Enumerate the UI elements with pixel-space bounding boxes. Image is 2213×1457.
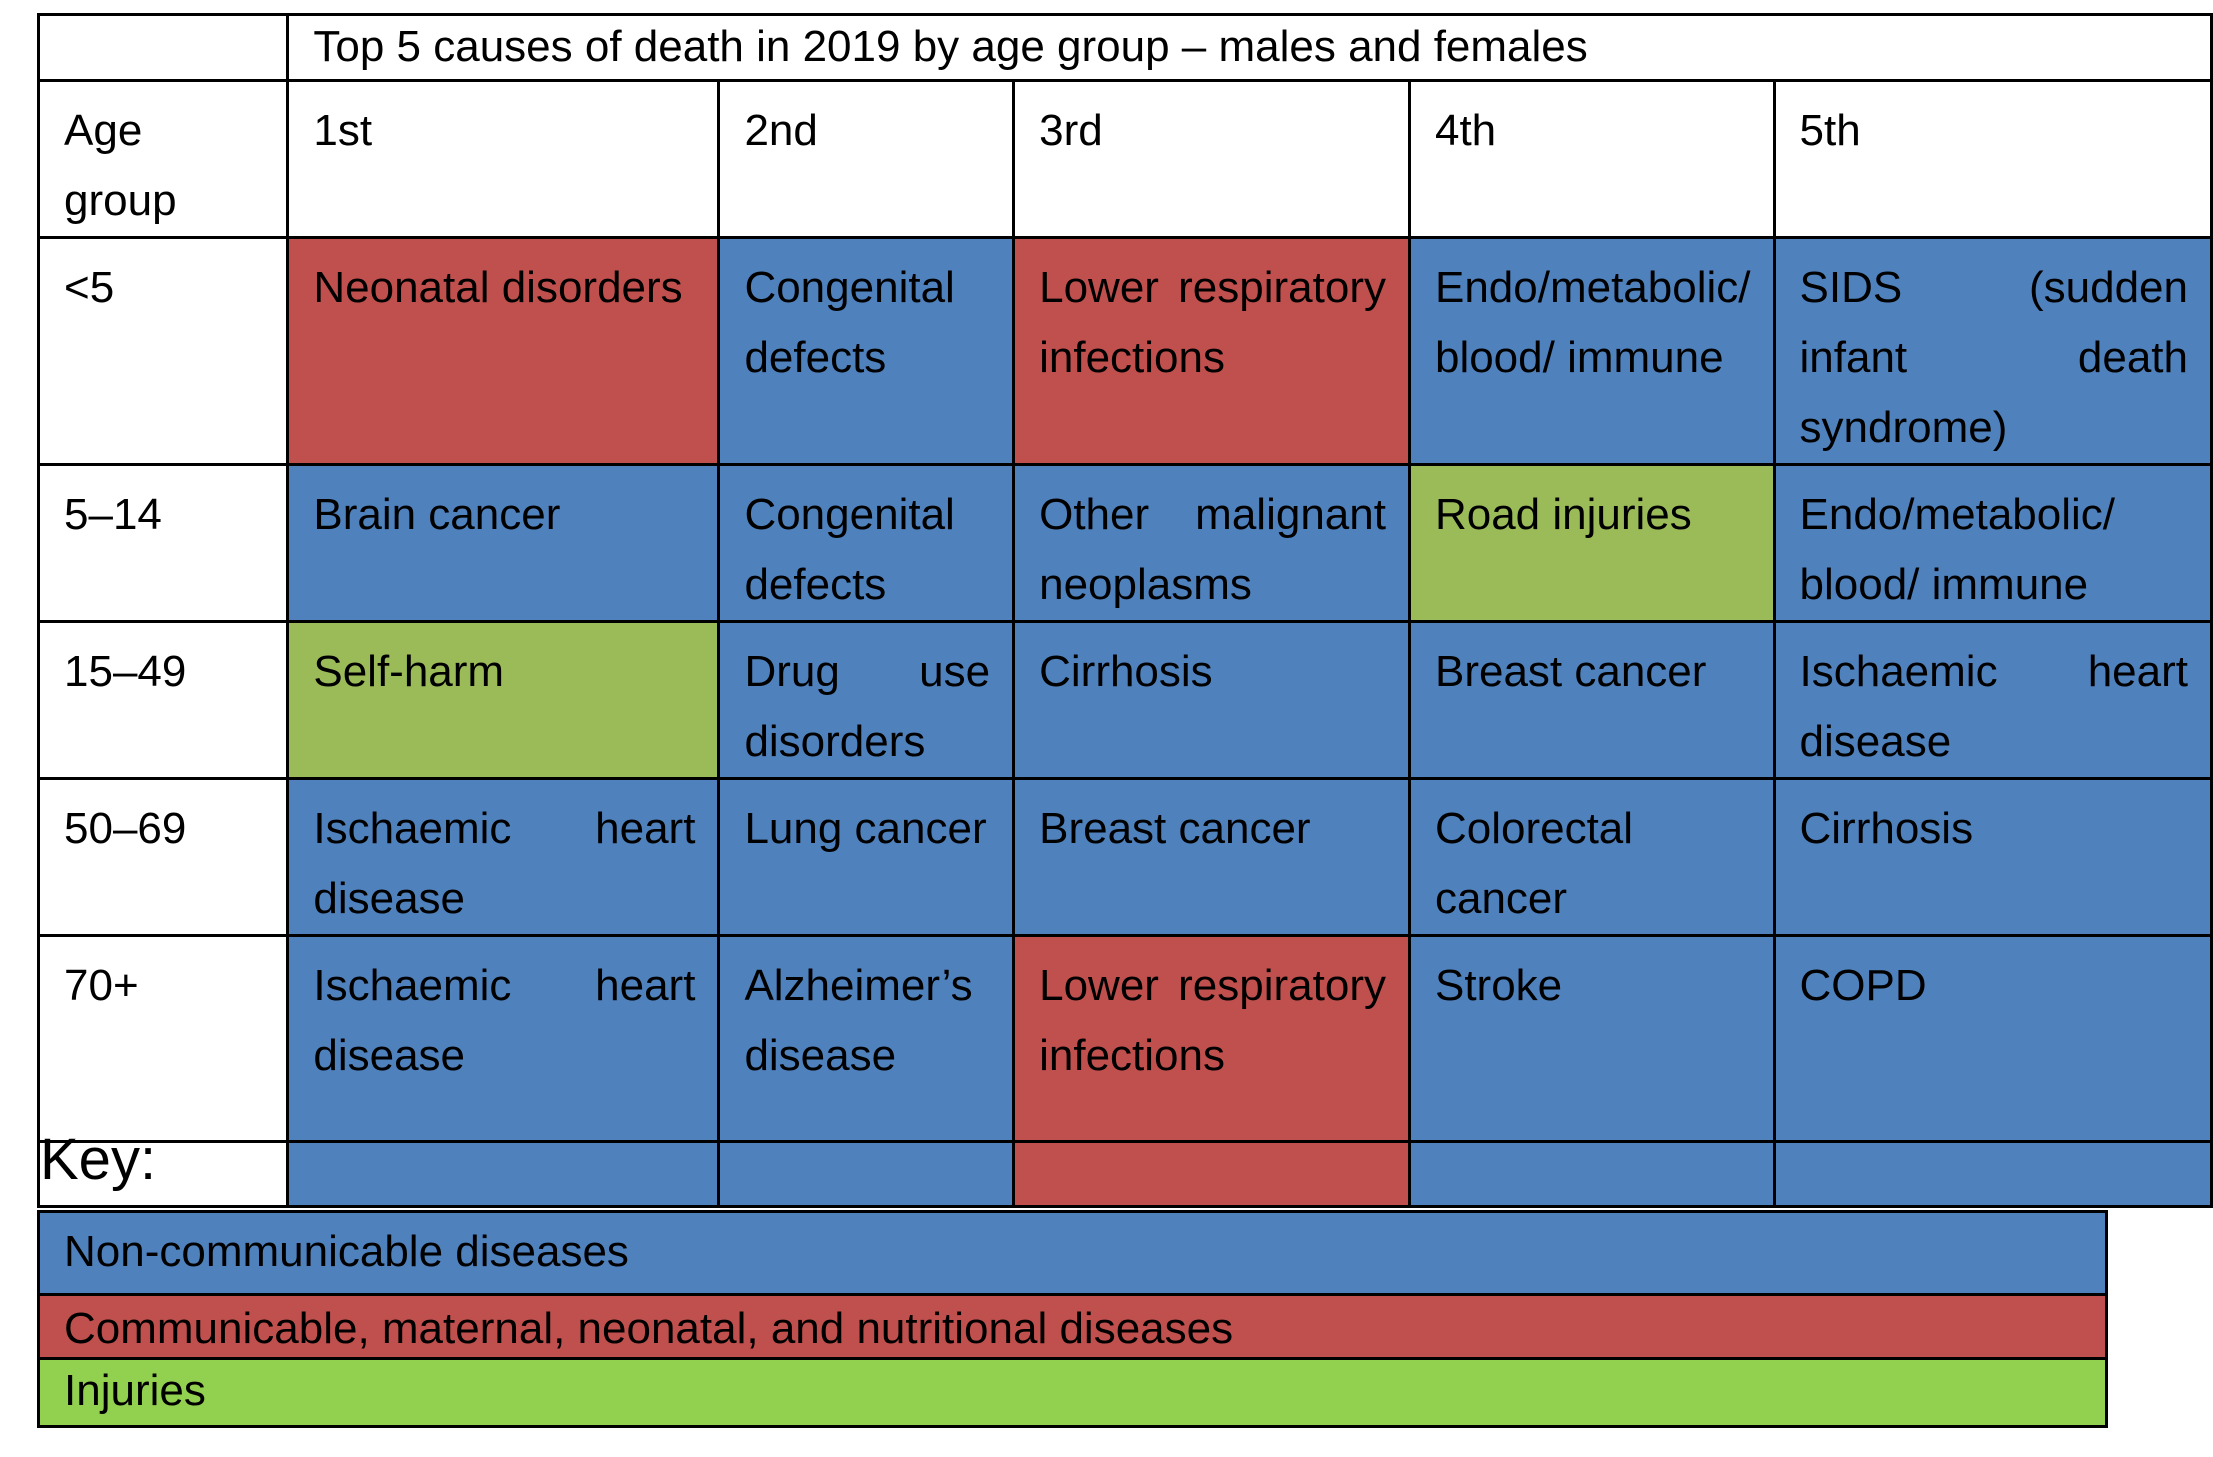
key-label: Key: (40, 1127, 157, 1192)
age-group-cell: 50–69 (36, 777, 290, 937)
age-group-cell: <5 (36, 236, 290, 466)
key-item-injuries: Injuries (37, 1357, 2108, 1428)
cause-cell: SIDS (sudden infant death syndrome) (1772, 236, 2213, 466)
header-rank-1: 1st (286, 79, 721, 239)
key-legend: Non-communicable diseases Communicable, … (37, 1210, 2108, 1428)
cause-cell (717, 1140, 1016, 1208)
cause-cell: Neonatal disorders (286, 236, 721, 466)
cause-cell: Cirrhosis (1012, 620, 1411, 780)
cause-cell: Stroke (1407, 934, 1776, 1143)
cause-cell: Drug use disorders (717, 620, 1016, 780)
header-rank-4: 4th (1407, 79, 1776, 239)
title-row: Top 5 causes of death in 2019 by age gro… (36, 13, 2213, 82)
cause-cell: Endo/metabolic/ blood/ immune (1407, 236, 1776, 466)
key-item-label: Non-communicable diseases (37, 1210, 2108, 1296)
table-row-5-14: 5–14 Brain cancer Congenital defects Oth… (36, 463, 2213, 623)
cause-cell: Ischaemic heart disease (1772, 620, 2213, 780)
cause-cell: Ischaemic heart disease (286, 777, 721, 937)
cause-cell (286, 1140, 721, 1208)
cause-cell: Ischaemic heart disease (286, 934, 721, 1143)
age-group-cell: 70+ (36, 934, 290, 1143)
cause-cell: Lower respiratory infections (1012, 236, 1411, 466)
header-rank-5: 5th (1772, 79, 2213, 239)
cause-cell: Colorectal cancer (1407, 777, 1776, 937)
table-row-empty (36, 1140, 2213, 1208)
cause-cell: Endo/metabolic/ blood/ immune (1772, 463, 2213, 623)
header-rank-2: 2nd (717, 79, 1016, 239)
table-row-70-plus: 70+ Ischaemic heart disease Alzheimer’s … (36, 934, 2213, 1143)
table-row-under-5: <5 Neonatal disorders Congenital defects… (36, 236, 2213, 466)
cause-cell: COPD (1772, 934, 2213, 1143)
cause-cell: Self-harm (286, 620, 721, 780)
table-row-50-69: 50–69 Ischaemic heart disease Lung cance… (36, 777, 2213, 937)
cause-cell: Lower respiratory infections (1012, 934, 1411, 1143)
age-group-cell: 15–49 (36, 620, 290, 780)
corner-cell (36, 13, 290, 82)
age-group-cell: 5–14 (36, 463, 290, 623)
header-row: Age group 1st 2nd 3rd 4th 5th (36, 79, 2213, 239)
cause-cell (1012, 1140, 1411, 1208)
age-group-cell (36, 1140, 290, 1208)
cause-cell: Breast cancer (1407, 620, 1776, 780)
cause-cell (1407, 1140, 1776, 1208)
cause-cell: Lung cancer (717, 777, 1016, 937)
key-item-communicable: Communicable, maternal, neonatal, and nu… (37, 1293, 2108, 1360)
header-rank-3: 3rd (1012, 79, 1411, 239)
cause-cell: Breast cancer (1012, 777, 1411, 937)
cause-cell: Brain cancer (286, 463, 721, 623)
key-item-non-communicable: Non-communicable diseases (37, 1210, 2108, 1296)
cause-cell: Road injuries (1407, 463, 1776, 623)
key-item-label: Communicable, maternal, neonatal, and nu… (37, 1293, 2108, 1360)
cause-cell: Cirrhosis (1772, 777, 2213, 937)
cause-cell (1772, 1140, 2213, 1208)
table-title: Top 5 causes of death in 2019 by age gro… (286, 13, 2213, 82)
header-age-group: Age group (36, 79, 290, 239)
cause-cell: Other malignant neoplasms (1012, 463, 1411, 623)
cause-cell: Congenital defects (717, 236, 1016, 466)
causes-of-death-table: Top 5 causes of death in 2019 by age gro… (36, 13, 2213, 1208)
table-row-15-49: 15–49 Self-harm Drug use disorders Cirrh… (36, 620, 2213, 780)
cause-cell: Congenital defects (717, 463, 1016, 623)
key-item-label: Injuries (37, 1357, 2108, 1428)
cause-cell: Alzheimer’s disease (717, 934, 1016, 1143)
